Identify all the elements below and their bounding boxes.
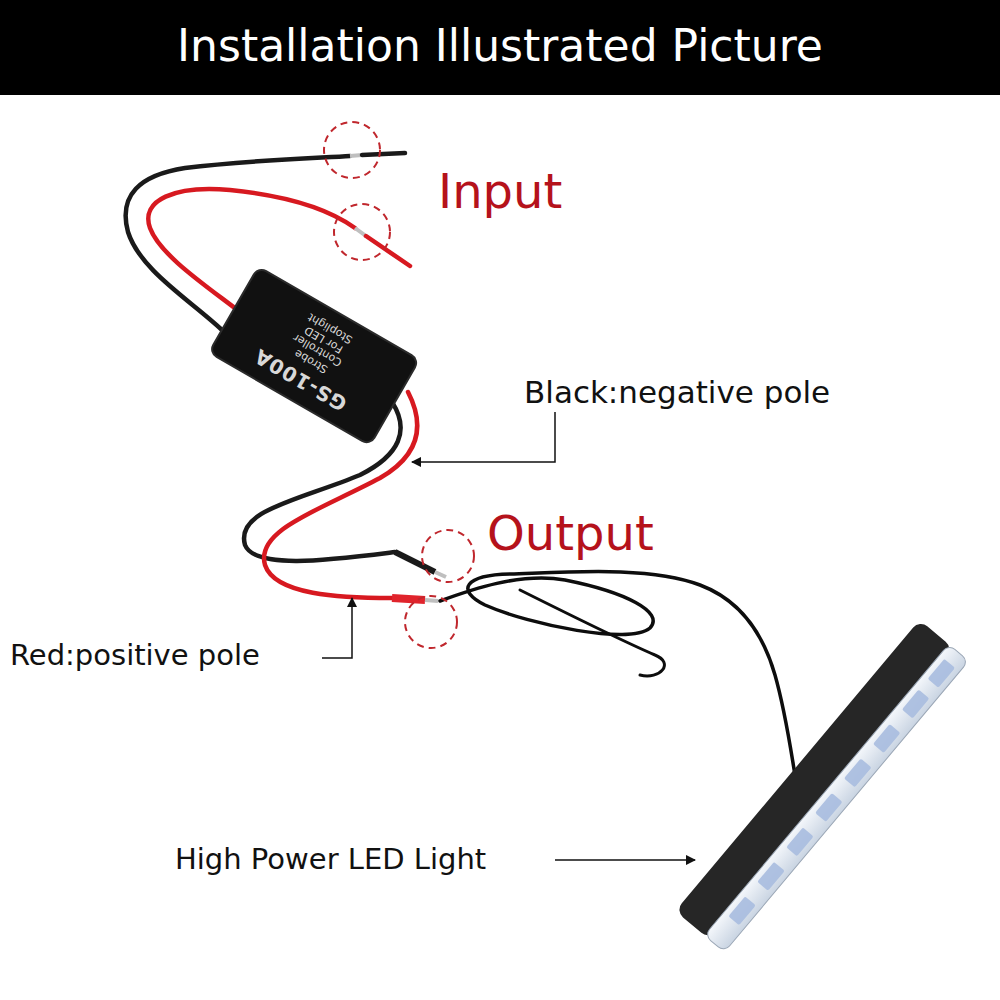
black-input-tip: [362, 153, 405, 155]
leader-black: [412, 412, 555, 462]
led-chips: [728, 659, 955, 925]
strobe-controller-box: GS-100AStrobe Controller For LED Stoplig…: [207, 265, 420, 446]
title-text: Installation Illustrated Picture: [177, 20, 823, 71]
led-cable-loop: [520, 590, 664, 676]
output-label: Output: [487, 505, 654, 561]
led-cable: [440, 572, 795, 775]
input-label: Input: [438, 163, 562, 219]
black-output-stripped-end: [395, 552, 435, 572]
leader-red: [322, 598, 352, 658]
black-wire-label: Black:negative pole: [524, 374, 830, 410]
led-light-bar: [675, 620, 968, 952]
red-wire-label: Red:positive pole: [10, 638, 260, 672]
led-housing: [675, 620, 953, 939]
red-output-stripped-end: [425, 600, 438, 601]
led-lens: [704, 644, 968, 952]
led-light-label: High Power LED Light: [175, 842, 486, 876]
leader-led: [555, 859, 695, 861]
black-output-tip: [435, 572, 446, 577]
red-input-tip: [366, 236, 410, 266]
